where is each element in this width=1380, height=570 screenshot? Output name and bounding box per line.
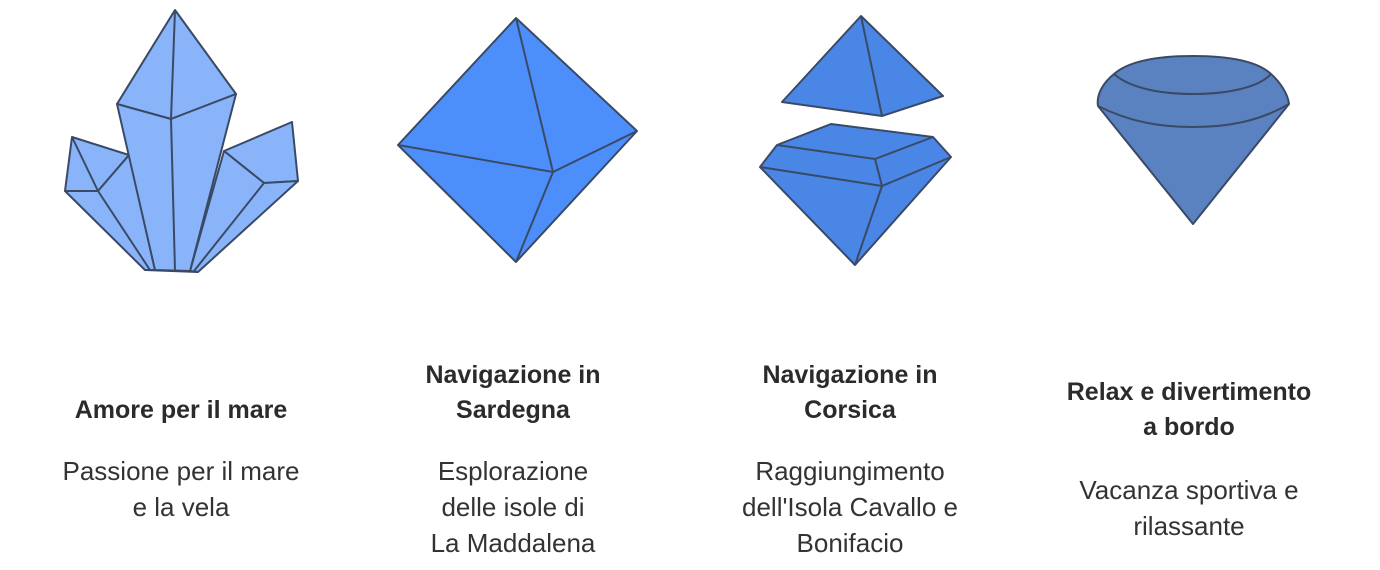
step-title: Amore per il mare [74,396,288,424]
desc-line: Passione per il mare [62,456,300,486]
desc-line: delle isole di [441,492,585,522]
step-description: Vacanza sportiva e rilassante [1029,472,1349,544]
cone-gem-icon [1096,55,1290,225]
step-3: Navigazione in Corsica Raggiungimento de… [690,358,1010,561]
desc-line: Vacanza sportiva e [1079,475,1299,505]
desc-line: e la vela [132,492,230,522]
step-title: Navigazione in Corsica [690,358,1010,428]
desc-line: Bonifacio [796,528,904,558]
title-line: Navigazione in [425,361,601,389]
desc-line: Esplorazione [437,456,589,486]
gem-illustrations [64,9,1290,273]
step-description: Passione per il mare e la vela [21,453,341,525]
desc-line: rilassante [1133,511,1245,541]
step-description: Esplorazione delle isole di La Maddalena [353,453,673,561]
desc-line: Raggiungimento [755,456,945,486]
title-line: Sardegna [456,396,570,424]
step-title: Navigazione in Sardegna [353,358,673,428]
title-line: Relax e divertimento [1066,378,1312,406]
step-title: Relax e divertimento a bordo [1029,375,1349,445]
step-description: Raggiungimento dell'Isola Cavallo e Boni… [690,453,1010,561]
step-4: Relax e divertimento a bordo Vacanza spo… [1029,375,1349,544]
crystal-cluster-icon [64,9,299,273]
step-1: Amore per il mare Passione per il mare e… [21,393,341,525]
title-line: Navigazione in [762,361,938,389]
desc-line: dell'Isola Cavallo e [742,492,958,522]
octahedron-gem-icon [397,17,638,263]
title-line: a bordo [1143,413,1235,441]
split-diamond-icon [759,15,952,266]
desc-line: La Maddalena [430,528,596,558]
title-line: Corsica [804,396,896,424]
step-2: Navigazione in Sardegna Esplorazione del… [353,358,673,561]
